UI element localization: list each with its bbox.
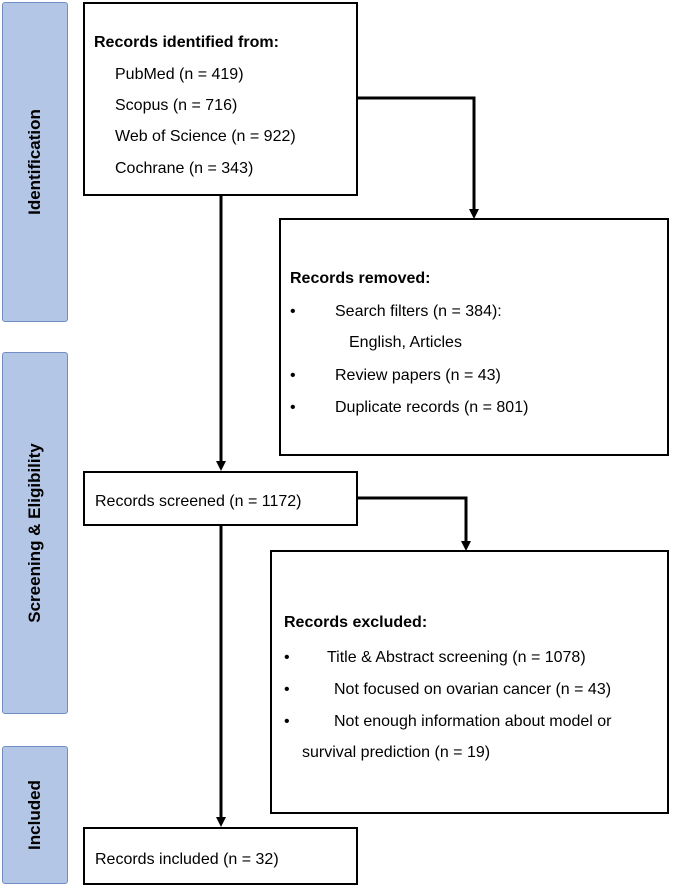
stage-label-identification: Identification — [25, 109, 44, 215]
excluded-title: Records excluded: — [284, 614, 428, 631]
stage-identification: Identification — [2, 2, 68, 322]
removed-box: Records removed: • Search filters (n = 3… — [279, 218, 669, 456]
included-box: Records included (n = 32) — [83, 827, 358, 885]
identified-box: Records identified from: PubMed (n = 419… — [83, 2, 358, 196]
identified-source: PubMed (n = 419) — [115, 66, 244, 83]
bullet: • — [290, 367, 296, 384]
excluded-item: survival prediction (n = 19) — [302, 744, 491, 761]
stage-screening: Screening & Eligibility — [2, 352, 68, 714]
identified-source: Web of Science (n = 922) — [115, 128, 296, 145]
removed-item: Review papers (n = 43) — [335, 367, 501, 384]
arrow-identified-to-removed — [357, 96, 479, 219]
stage-included: Included — [2, 746, 68, 884]
excluded-item: Not focused on ovarian cancer (n = 43) — [334, 681, 612, 698]
bullet: • — [284, 681, 290, 698]
bullet: • — [284, 649, 290, 666]
bullet: • — [290, 303, 296, 320]
arrow-screened-to-excluded — [357, 496, 471, 551]
bullet: • — [284, 713, 290, 730]
removed-title: Records removed: — [290, 270, 431, 287]
removed-item: English, Articles — [349, 334, 462, 351]
removed-item: Duplicate records (n = 801) — [335, 399, 529, 416]
removed-item: Search filters (n = 384): — [335, 303, 502, 320]
bullet: • — [290, 399, 296, 416]
identified-source: Cochrane (n = 343) — [115, 160, 254, 177]
excluded-item: Not enough information about model or — [334, 713, 612, 730]
identified-title: Records identified from: — [94, 34, 279, 51]
screened-box: Records screened (n = 1172) — [83, 471, 358, 526]
excluded-item: Title & Abstract screening (n = 1078) — [327, 649, 586, 666]
screened-text: Records screened (n = 1172) — [95, 493, 302, 510]
identified-source: Scopus (n = 716) — [115, 97, 238, 114]
stage-label-screening: Screening & Eligibility — [25, 443, 44, 623]
excluded-box: Records excluded: • Title & Abstract scr… — [270, 550, 669, 814]
included-text: Records included (n = 32) — [95, 851, 279, 868]
stage-label-included: Included — [25, 780, 44, 850]
